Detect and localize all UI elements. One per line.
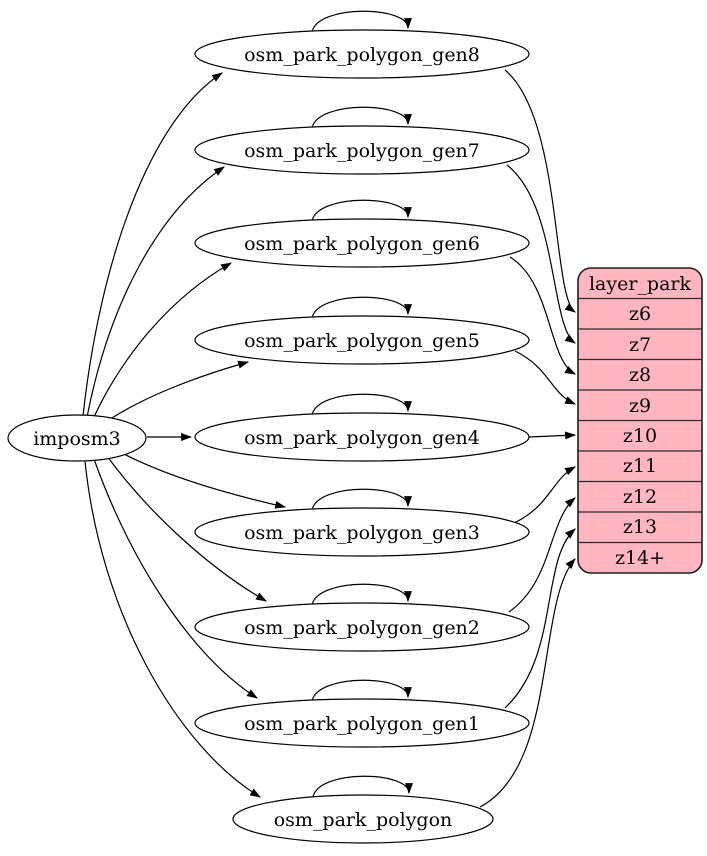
edge-imposm3-to-osm-park-polygon-gen7 bbox=[86, 166, 225, 418]
layer-park-row-z6: z6 bbox=[629, 303, 651, 325]
self-loop-osm-park-polygon-gen7 bbox=[311, 106, 412, 129]
layer-park-row-z13: z13 bbox=[623, 516, 657, 538]
self-loop-osm-park-polygon-gen5 bbox=[311, 296, 412, 319]
imposm3-label: imposm3 bbox=[33, 428, 121, 450]
self-loop-osm-park-polygon-gen8 bbox=[311, 10, 412, 33]
node-osm-park-polygon-gen3: osm_park_polygon_gen3 bbox=[194, 507, 530, 557]
osm-park-polygon-gen4-label: osm_park_polygon_gen4 bbox=[244, 427, 480, 449]
osm-park-polygon-gen2-ellipse bbox=[194, 602, 530, 652]
layer-park-row-z14: z14+ bbox=[615, 547, 665, 569]
self-loop-osm-park-polygon-gen3 bbox=[311, 488, 412, 511]
layer-park-row-z9: z9 bbox=[629, 395, 651, 417]
edge-imposm3-to-osm-park-polygon-gen2 bbox=[106, 455, 267, 602]
edges-to-layer bbox=[479, 69, 577, 808]
self-loop-osm-park-polygon-gen1 bbox=[311, 679, 412, 702]
osm-park-polygon-ellipse bbox=[232, 794, 494, 844]
imposm3-ellipse bbox=[7, 414, 147, 462]
self-loop-osm-park-polygon-gen6 bbox=[311, 199, 412, 222]
layer-park-row-z7: z7 bbox=[629, 334, 651, 356]
node-osm-park-polygon-gen4: osm_park_polygon_gen4 bbox=[194, 412, 530, 462]
osm-park-polygon-gen4-ellipse bbox=[194, 412, 530, 462]
osm-park-polygon-gen2-label: osm_park_polygon_gen2 bbox=[244, 617, 480, 639]
edge-imposm3-to-osm-park-polygon-gen8 bbox=[82, 72, 223, 417]
osm-park-polygon-gen1-label: osm_park_polygon_gen1 bbox=[244, 713, 480, 735]
edge-osm-park-polygon-gen6-to-z8 bbox=[509, 256, 576, 375]
osm-park-polygon-gen5-label: osm_park_polygon_gen5 bbox=[244, 330, 480, 352]
osm-park-polygon-gen6-label: osm_park_polygon_gen6 bbox=[244, 233, 480, 255]
edge-osm-park-polygon-gen1-to-z13 bbox=[504, 528, 576, 709]
edge-osm-park-polygon-gen4-to-z10 bbox=[528, 431, 577, 440]
osm-park-polygon-gen6-ellipse bbox=[194, 218, 530, 268]
edge-imposm3-to-osm-park-polygon bbox=[84, 460, 261, 798]
layer-park-row-z11: z11 bbox=[623, 455, 657, 477]
osm-park-polygon-gen7-label: osm_park_polygon_gen7 bbox=[244, 140, 480, 162]
node-layer-park: layer_park z6 z7 z8 z9 z10 z11 z12 z13 z… bbox=[577, 267, 703, 574]
self-loop-osm-park-polygon bbox=[312, 775, 413, 798]
osm-park-polygon-gen1-ellipse bbox=[194, 698, 530, 748]
node-osm-park-polygon: osm_park_polygon bbox=[232, 794, 494, 844]
osm-park-polygon-gen8-ellipse bbox=[194, 29, 530, 79]
edge-imposm3-to-osm-park-polygon-gen5 bbox=[102, 360, 250, 425]
edge-osm-park-polygon-gen5-to-z9 bbox=[514, 350, 577, 405]
edge-osm-park-polygon-gen2-to-z12 bbox=[508, 497, 576, 613]
layer-park-row-z8: z8 bbox=[629, 364, 651, 386]
osm-park-polygon-gen3-label: osm_park_polygon_gen3 bbox=[244, 522, 480, 544]
node-osm-park-polygon-gen5: osm_park_polygon_gen5 bbox=[194, 315, 530, 365]
osm-park-polygon-gen7-ellipse bbox=[194, 125, 530, 175]
osm-park-polygon-gen5-ellipse bbox=[194, 315, 530, 365]
node-osm-park-polygon-gen6: osm_park_polygon_gen6 bbox=[194, 218, 530, 268]
node-imposm3: imposm3 bbox=[7, 414, 147, 462]
layer-park-row-z10: z10 bbox=[623, 425, 657, 447]
self-loop-osm-park-polygon-gen4 bbox=[311, 393, 412, 416]
edge-imposm3-to-osm-park-polygon-gen6 bbox=[92, 262, 232, 420]
osm-park-polygon-gen3-ellipse bbox=[194, 507, 530, 557]
node-osm-park-polygon-gen2: osm_park_polygon_gen2 bbox=[194, 602, 530, 652]
node-osm-park-polygon-gen1: osm_park_polygon_gen1 bbox=[194, 698, 530, 748]
edge-osm-park-polygon-gen8-to-z6 bbox=[504, 69, 576, 313]
layer-park-row-z12: z12 bbox=[623, 486, 657, 508]
osm-park-polygon-gen8-label: osm_park_polygon_gen8 bbox=[244, 44, 480, 66]
edge-osm-park-polygon-gen7-to-z7 bbox=[506, 164, 576, 344]
node-osm-park-polygon-gen7: osm_park_polygon_gen7 bbox=[194, 125, 530, 175]
edge-osm-park-polygon-gen3-to-z11 bbox=[513, 466, 576, 524]
node-osm-park-polygon-gen8: osm_park_polygon_gen8 bbox=[194, 29, 530, 79]
edge-imposm3-to-osm-park-polygon-gen3 bbox=[121, 452, 287, 509]
osm-park-polygon-label: osm_park_polygon bbox=[274, 809, 453, 831]
edge-osm-park-polygon-to-z14 bbox=[479, 558, 576, 808]
edge-imposm3-to-osm-park-polygon-gen1 bbox=[93, 458, 258, 699]
edges-from-source bbox=[82, 72, 287, 798]
self-loop-osm-park-polygon-gen2 bbox=[311, 583, 412, 606]
layer-park-title: layer_park bbox=[589, 273, 692, 295]
self-loops bbox=[311, 10, 413, 798]
